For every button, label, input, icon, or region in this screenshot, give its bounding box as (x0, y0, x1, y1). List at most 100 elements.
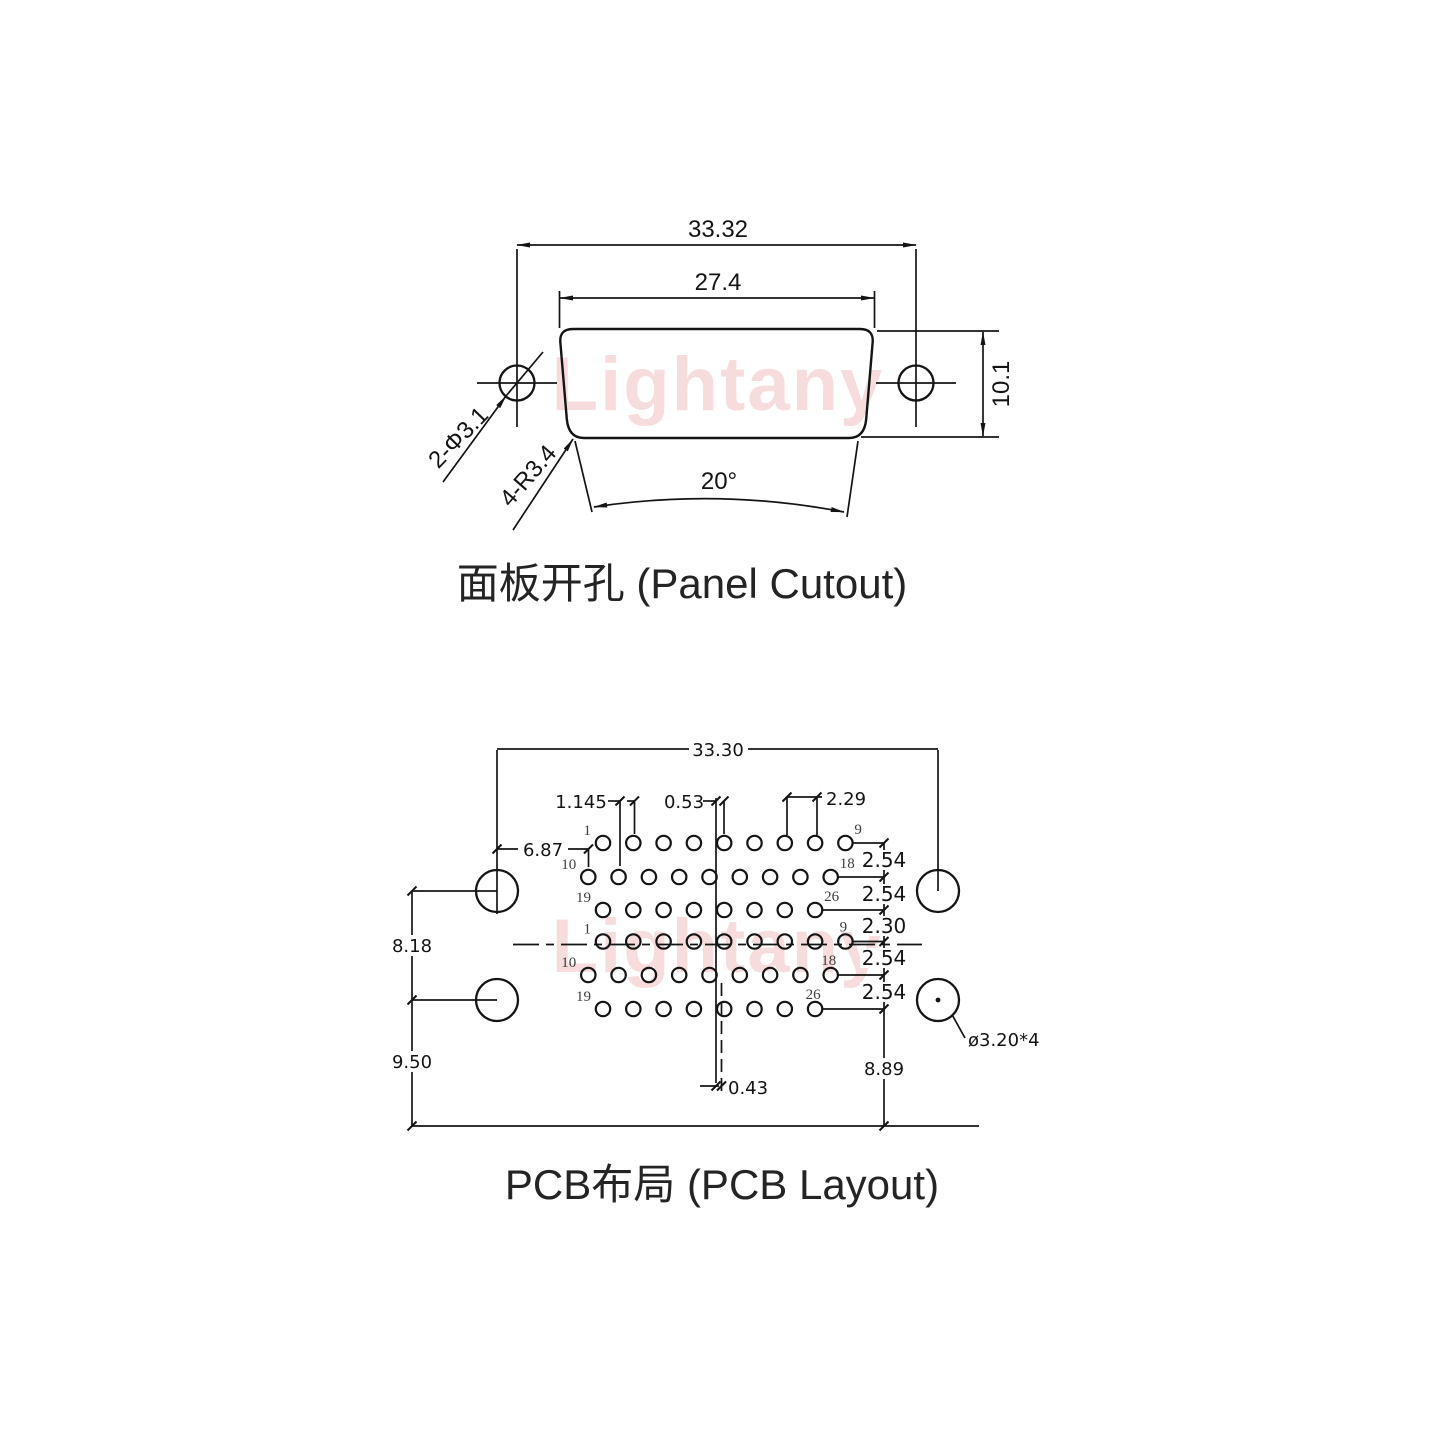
dim-tick (878, 1003, 890, 1015)
pin-hole (685, 933, 703, 950)
watermark-top: Lightany (552, 342, 885, 427)
dim-row-gap-1: 2.54 (862, 848, 907, 872)
pin-hole (701, 868, 718, 886)
pin-hole (746, 834, 763, 852)
label-corner-radius: 4-R3.4 (495, 440, 563, 512)
pin-number-right: 18 (840, 856, 855, 872)
dim-row-gap-2: 2.54 (862, 882, 907, 906)
pin-hole (806, 834, 824, 852)
dim-tick (629, 795, 640, 807)
pin-hole (579, 868, 597, 886)
pin-hole (579, 966, 597, 984)
dim-inner-width-label: 27.4 (695, 269, 742, 296)
pin-hole (806, 901, 824, 919)
pin-hole (822, 966, 839, 984)
dim-row-offset-label: 1.145 (555, 792, 607, 813)
pcb-layout-title: PCB布局 (PCB Layout) (505, 1161, 939, 1208)
dim-left-margin-label: 6.87 (523, 840, 563, 861)
dim-tick (710, 1080, 722, 1092)
pin-hole (715, 1000, 733, 1018)
pin-number-right: 9 (854, 822, 862, 838)
pin-hole (670, 868, 688, 886)
pin-hole (685, 1000, 703, 1018)
pin-hole (792, 868, 809, 886)
dim-row-to-edge: 8.89 (859, 1058, 909, 1080)
pin-hole (731, 966, 749, 984)
dim-center-to-col: 0.43 (700, 1078, 768, 1099)
watermark: Lightany Lightany (552, 342, 885, 989)
leader-corner-radius: 4-R3.4 (495, 438, 574, 531)
pin-hole (685, 901, 703, 919)
pin-number-right: 26 (806, 987, 822, 1003)
dim-outer-width-label: 33.32 (688, 216, 748, 243)
label-mount-holes: 2-Φ3.1 (423, 402, 494, 474)
pin-hole (761, 966, 779, 984)
pin-hole (610, 966, 627, 984)
dim-left-margin: 6.87 (497, 840, 590, 867)
dim-height-label: 10.1 (988, 361, 1015, 408)
dim-height: 10.1 (861, 330, 1015, 438)
pin-hole (594, 901, 612, 919)
panel-mount-hole-right (876, 249, 956, 427)
pin-hole (761, 868, 779, 886)
pin-hole (776, 834, 794, 852)
pin-number-left: 10 (561, 955, 576, 971)
dim-mount-span: 8.18 (386, 935, 439, 957)
pin-hole (655, 901, 672, 919)
pin-number-left: 10 (561, 857, 576, 873)
pin-hole (610, 868, 627, 886)
dim-mount-to-edge-label: 9.50 (392, 1052, 432, 1073)
pin-hole (806, 1000, 824, 1018)
pin-number-left: 1 (584, 922, 592, 938)
pin-hole (624, 834, 642, 852)
dim-inner-width: 27.4 (558, 269, 876, 328)
pin-number-left: 19 (576, 989, 591, 1005)
pin-number-left: 1 (584, 823, 592, 839)
dim-tick (406, 885, 418, 897)
pcb-mount-holes (412, 750, 961, 1023)
pin-hole (655, 834, 672, 852)
dim-tick (878, 1120, 890, 1132)
dim-row-gap-3: 2.30 (862, 914, 907, 938)
dim-pitch-label: 2.29 (826, 789, 866, 810)
dim-tick (718, 795, 730, 807)
pin-hole (670, 966, 688, 984)
pin-hole (746, 1000, 763, 1018)
panel-mount-hole-left (477, 249, 557, 427)
pin-hole (624, 1000, 642, 1018)
dsub-cutout-outline (559, 327, 874, 440)
pin-hole (792, 966, 809, 984)
pin-number-right: 9 (840, 920, 848, 936)
dim-center-offset: 0.53 (664, 792, 725, 834)
pin-hole (776, 933, 794, 950)
dim-angle: 20° (574, 440, 859, 518)
dim-tick (878, 837, 890, 849)
dim-pcb-width: 33.30 (497, 740, 938, 761)
pin-hole (715, 933, 733, 950)
dim-ticks (406, 791, 890, 1132)
dim-tick (781, 791, 793, 803)
pin-hole (731, 868, 749, 886)
pin-hole (624, 933, 642, 950)
pin-hole (640, 868, 658, 886)
pin-hole (655, 1000, 672, 1018)
pin-hole (624, 901, 642, 919)
pin-hole (594, 933, 612, 950)
leader-mount-dia: ø3.20*4 (951, 1015, 1040, 1051)
dim-tick (710, 795, 722, 807)
dim-row-gap-5: 2.54 (862, 980, 907, 1004)
dim-tick (878, 904, 890, 916)
pin-hole (746, 901, 763, 919)
dim-tick (491, 843, 503, 855)
pin-hole (701, 966, 718, 984)
pin-hole (685, 834, 703, 852)
dim-row-gaps: 2.54 2.54 2.30 2.54 2.54 (860, 848, 908, 1004)
pin-hole (746, 933, 763, 950)
pin-hole (715, 834, 733, 852)
pin-hole (776, 901, 794, 919)
dim-mount-span-label: 8.18 (392, 936, 432, 957)
